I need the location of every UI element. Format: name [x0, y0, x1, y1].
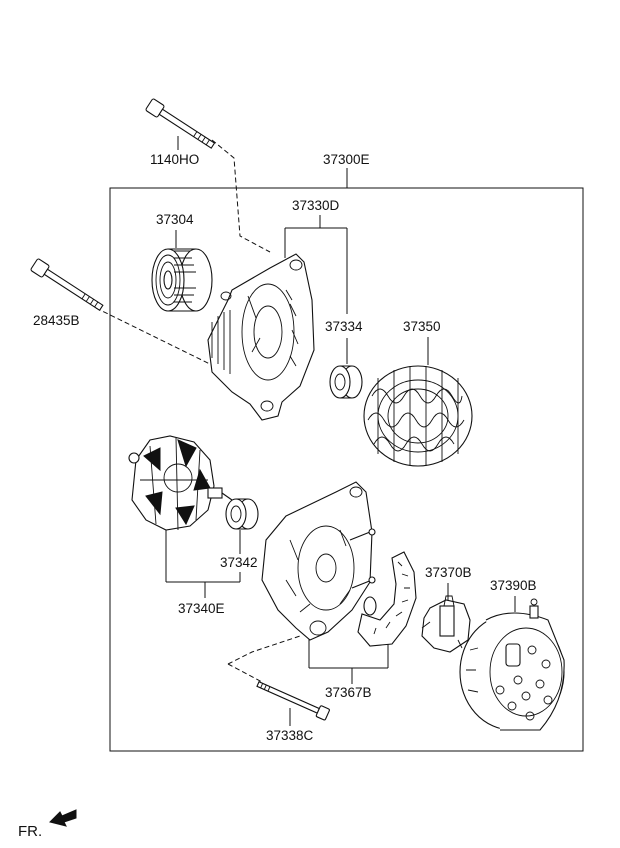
label-37370B[interactable]: 37370B: [425, 565, 472, 580]
label-37367B[interactable]: 37367B: [325, 685, 372, 700]
bolt-1140HO: [145, 98, 216, 149]
label-37390B[interactable]: 37390B: [490, 578, 537, 593]
rotor-37340E: [128, 435, 233, 531]
bearing-37334: [329, 365, 363, 399]
bearing-37342: [225, 498, 259, 530]
label-37338C[interactable]: 37338C: [266, 728, 314, 743]
arrow-icon: [49, 809, 77, 827]
pulley-37304: [151, 248, 213, 312]
label-37350[interactable]: 37350: [403, 319, 441, 334]
rear-cover-37390B: [459, 598, 565, 731]
label-37342[interactable]: 37342: [220, 555, 258, 570]
rear-cover-vents: [495, 645, 553, 721]
rectifier-37367B: [357, 551, 417, 647]
label-37300E[interactable]: 37300E: [323, 152, 370, 167]
label-28435B[interactable]: 28435B: [33, 313, 80, 328]
assembly-dashed-lines: [95, 139, 301, 683]
label-37334[interactable]: 37334: [325, 319, 363, 334]
front-bracket-37330D: [207, 253, 315, 421]
label-37330D[interactable]: 37330D: [292, 198, 340, 213]
label-1140HO[interactable]: 1140HO: [150, 152, 199, 167]
stator-37350: [363, 365, 473, 467]
regulator-37370B: [421, 595, 471, 653]
through-bolt-37338C: [256, 680, 330, 721]
bolt-28435B: [30, 258, 104, 312]
direction-label: FR.: [18, 823, 42, 840]
label-37340E[interactable]: 37340E: [178, 601, 225, 616]
label-37304[interactable]: 37304: [156, 212, 194, 227]
rear-bracket: [261, 481, 376, 641]
